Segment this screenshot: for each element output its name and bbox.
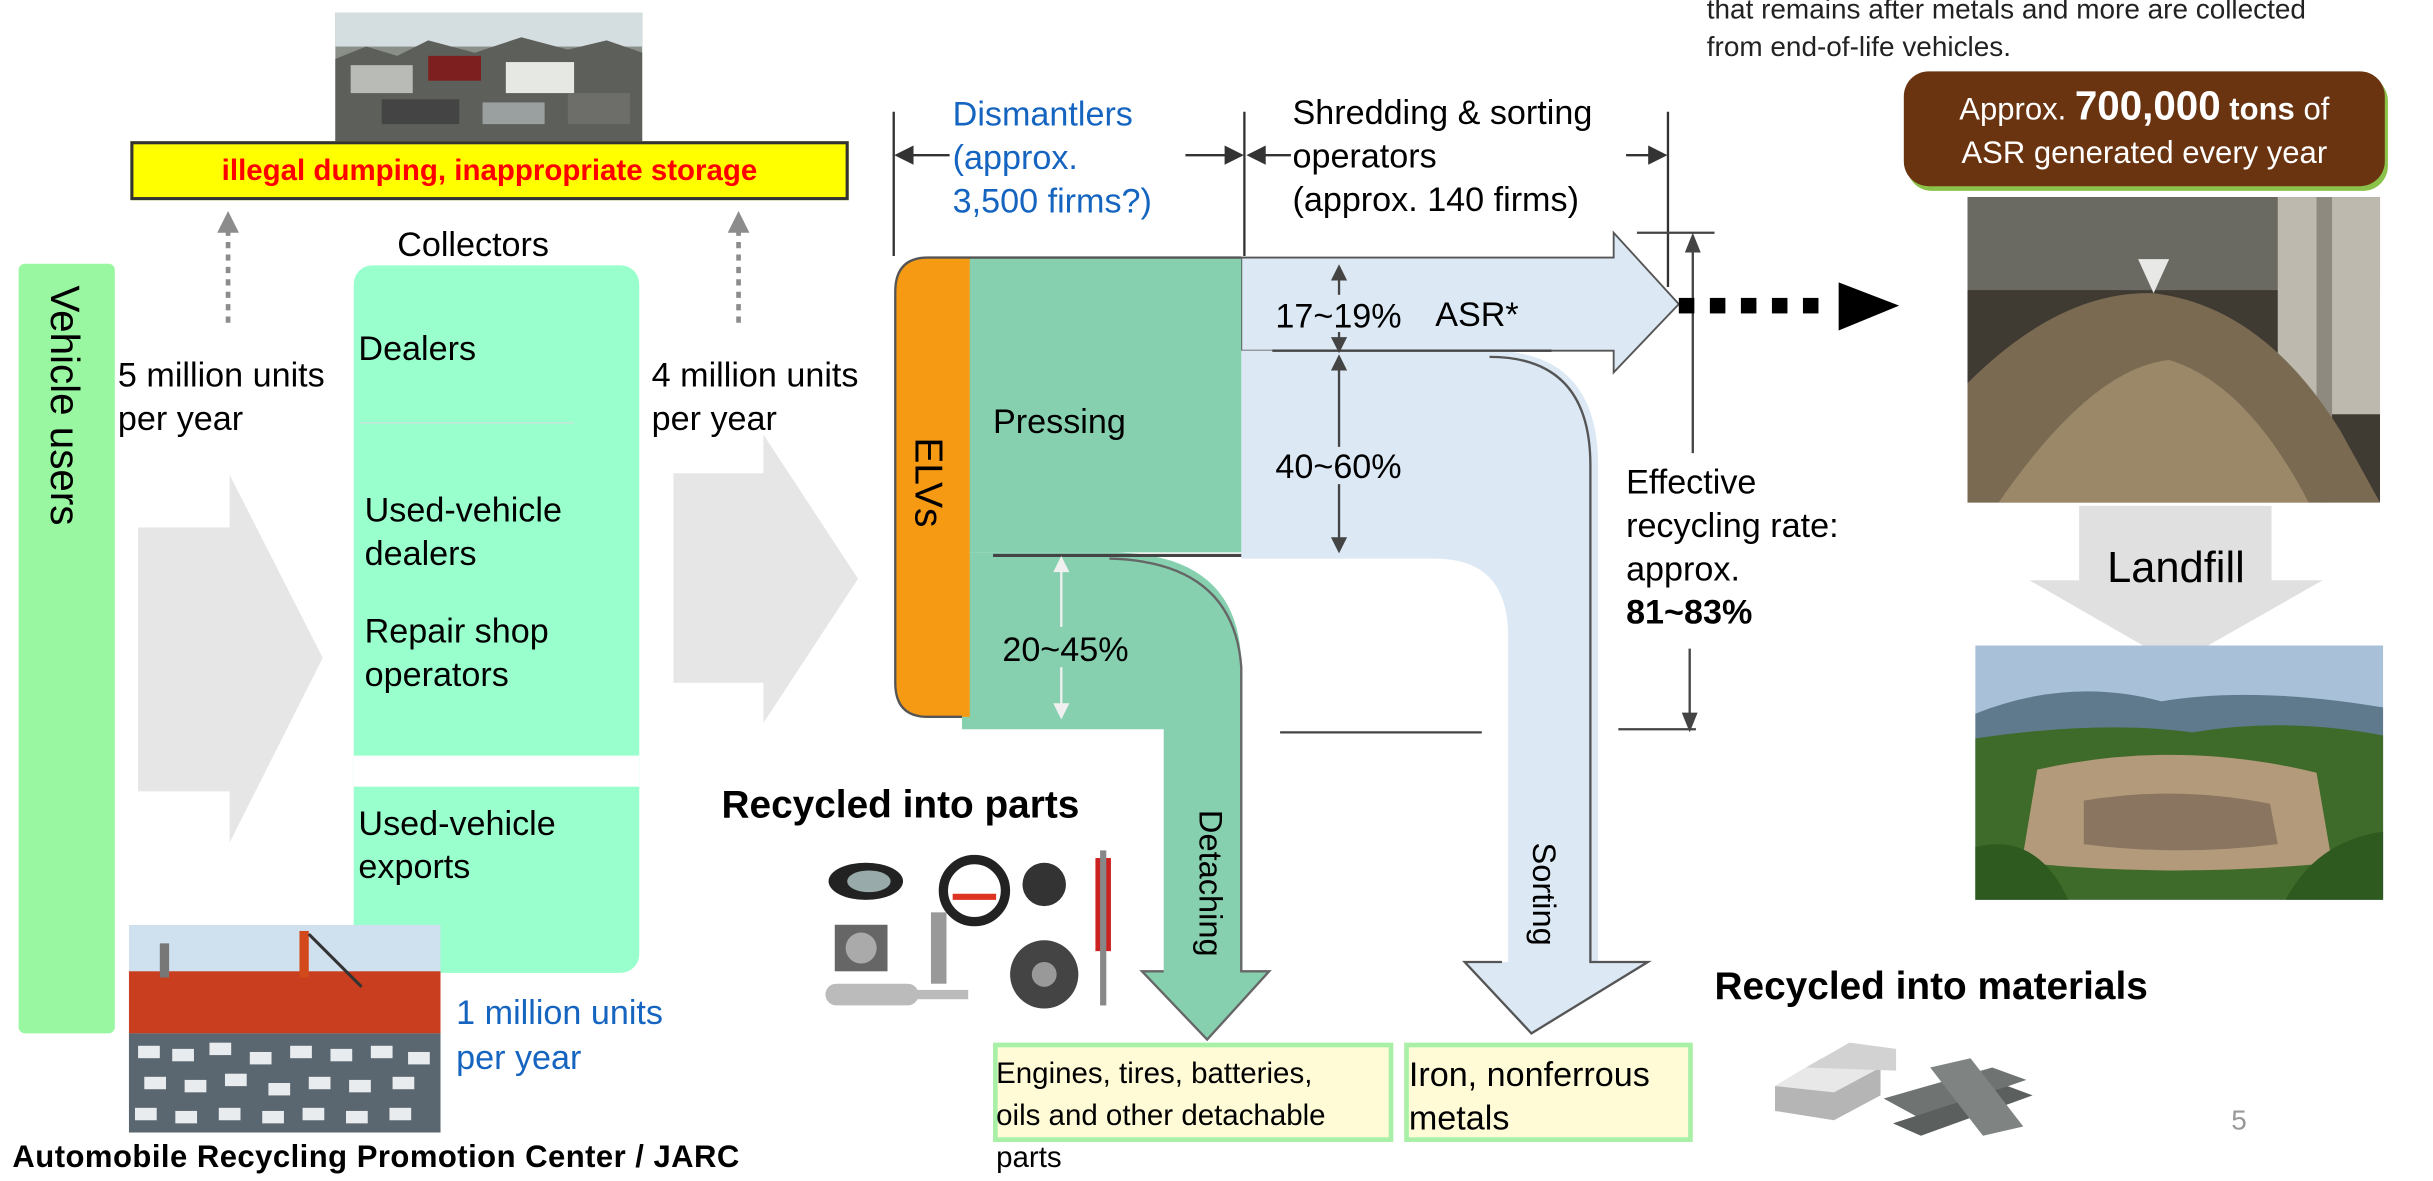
- dealers-label: Dealers: [358, 328, 477, 368]
- banner-separator: ,: [437, 155, 455, 188]
- recycled-parts-title: Recycled into parts: [721, 783, 1080, 828]
- flow-left-line-1: 5 million units: [117, 355, 325, 395]
- note-line-2: from end-of-life vehicles.: [1706, 31, 2011, 63]
- page-number: 5: [2231, 1104, 2247, 1136]
- iron-line-2: metals: [1408, 1098, 1510, 1138]
- asr-tons-line-1: Approx. 700,000 tons of: [1904, 84, 2385, 132]
- illegal-dumping-text: illegal dumping: [221, 155, 438, 188]
- auto-parts-illustration: [825, 850, 1111, 1009]
- engines-line-1: Engines, tires, batteries,: [996, 1058, 1313, 1091]
- collectors-title: Collectors: [397, 224, 549, 264]
- detaching-arrow: [961, 552, 1270, 1040]
- effective-line-2: recycling rate:: [1626, 505, 1839, 545]
- shredders-line-3: (approx. 140 firms): [1292, 179, 1579, 219]
- export-units-label: 1 million units per year: [456, 990, 663, 1080]
- sorting-arrow: [1241, 350, 1648, 1034]
- effective-line-3: approx.: [1626, 549, 1740, 589]
- engines-box: [993, 1042, 1394, 1142]
- pct-parts: 20~45%: [1002, 629, 1129, 669]
- effective-rate-label: Effective recycling rate: approx. 81~83%: [1626, 461, 1838, 635]
- effective-rate-value: 81~83%: [1626, 592, 1753, 632]
- effective-line-1: Effective: [1626, 462, 1757, 502]
- flow-left-line-2: per year: [117, 398, 244, 438]
- metal-ingots-illustration: [1775, 1042, 2033, 1136]
- export-ship-photo: [128, 924, 441, 1133]
- vehicle-users-label: Vehicle users: [41, 285, 89, 526]
- note-line-1: that remains after metals and more are c…: [1706, 0, 2306, 25]
- asr-label: ASR*: [1435, 294, 1519, 334]
- shredders-line-1: Shredding & sorting: [1292, 93, 1593, 132]
- iron-line-1: Iron, nonferrous: [1408, 1055, 1650, 1094]
- flow-mid-label: 4 million units per year: [652, 354, 859, 441]
- landfill-photo: [1975, 645, 2384, 900]
- iron-label: Iron, nonferrous metals: [1409, 1054, 1650, 1141]
- dismantlers-label: Dismantlers (approx. 3,500 firms?): [953, 93, 1152, 223]
- asr-tons-number: 700,000: [2074, 82, 2221, 129]
- illegal-dumping-banner: illegal dumping, inappropriate storage: [130, 141, 849, 201]
- export-units-line-2: per year: [456, 1038, 582, 1077]
- inappropriate-storage-text: inappropriate storage: [454, 155, 758, 188]
- asr-tons-unit: tons: [2220, 93, 2295, 128]
- dismantlers-line-2: (approx.: [952, 138, 1078, 177]
- exports-label: Used-vehicle exports: [358, 802, 555, 889]
- landfill-arrow: [2029, 505, 2323, 665]
- used-dealers-line-1: Used-vehicle: [364, 490, 562, 530]
- exports-line-1: Used-vehicle: [358, 803, 556, 843]
- pressing-block: [961, 257, 1242, 553]
- repair-line-1: Repair shop: [364, 611, 549, 651]
- detaching-label: Detaching: [1191, 809, 1228, 957]
- elvs-label: ELVs: [906, 437, 950, 528]
- flow-left-label: 5 million units per year: [118, 354, 325, 441]
- shredders-line-2: operators: [1292, 136, 1437, 176]
- dismantlers-line-1: Dismantlers: [952, 94, 1133, 134]
- flow-mid-line-2: per year: [651, 398, 777, 438]
- engines-line-2: oils and other detachable: [996, 1100, 1326, 1133]
- repair-line-2: operators: [364, 654, 509, 694]
- pct-mid: 40~60%: [1275, 446, 1402, 486]
- pct-asr: 17~19%: [1275, 296, 1402, 336]
- used-dealers-line-2: dealers: [364, 533, 477, 573]
- asr-definition-note: that remains after metals and more are c…: [1707, 0, 2306, 65]
- used-dealers-label: Used-vehicle dealers: [365, 489, 562, 576]
- collectors-thin-line: [359, 422, 575, 424]
- engines-line-3: parts: [996, 1141, 1062, 1175]
- collectors-panel: [353, 265, 640, 973]
- sorting-label: Sorting: [1525, 842, 1561, 946]
- dismantlers-line-3: 3,500 firms?): [952, 181, 1152, 221]
- asr-of: of: [2294, 93, 2330, 128]
- scrapped-cars-photo: [335, 12, 643, 143]
- asr-pile-photo: [1967, 197, 2381, 503]
- footer-credit: Automobile Recycling Promotion Center / …: [12, 1140, 740, 1175]
- recycled-materials-title: Recycled into materials: [1714, 965, 2148, 1009]
- iron-box: [1404, 1042, 1693, 1142]
- asr-tons-box: Approx. 700,000 tons of ASR generated ev…: [1903, 71, 2385, 187]
- engines-label: Engines, tires, batteries, oils and othe…: [996, 1054, 1325, 1180]
- pressing-label: Pressing: [993, 401, 1126, 441]
- landfill-label: Landfill: [2107, 543, 2245, 592]
- repair-shop-label: Repair shop operators: [365, 610, 549, 697]
- export-units-line-1: 1 million units: [456, 993, 663, 1032]
- exports-line-2: exports: [358, 847, 471, 886]
- asr-tons-line-2: ASR generated every year: [1961, 136, 2328, 171]
- asr-approx: Approx.: [1959, 93, 2075, 128]
- collectors-divider: [353, 755, 640, 787]
- flow-mid-line-1: 4 million units: [651, 355, 859, 395]
- elv-bar: [895, 257, 970, 717]
- shredders-label: Shredding & sorting operators (approx. 1…: [1292, 92, 1592, 222]
- vehicle-users-bar: Vehicle users: [18, 263, 115, 1034]
